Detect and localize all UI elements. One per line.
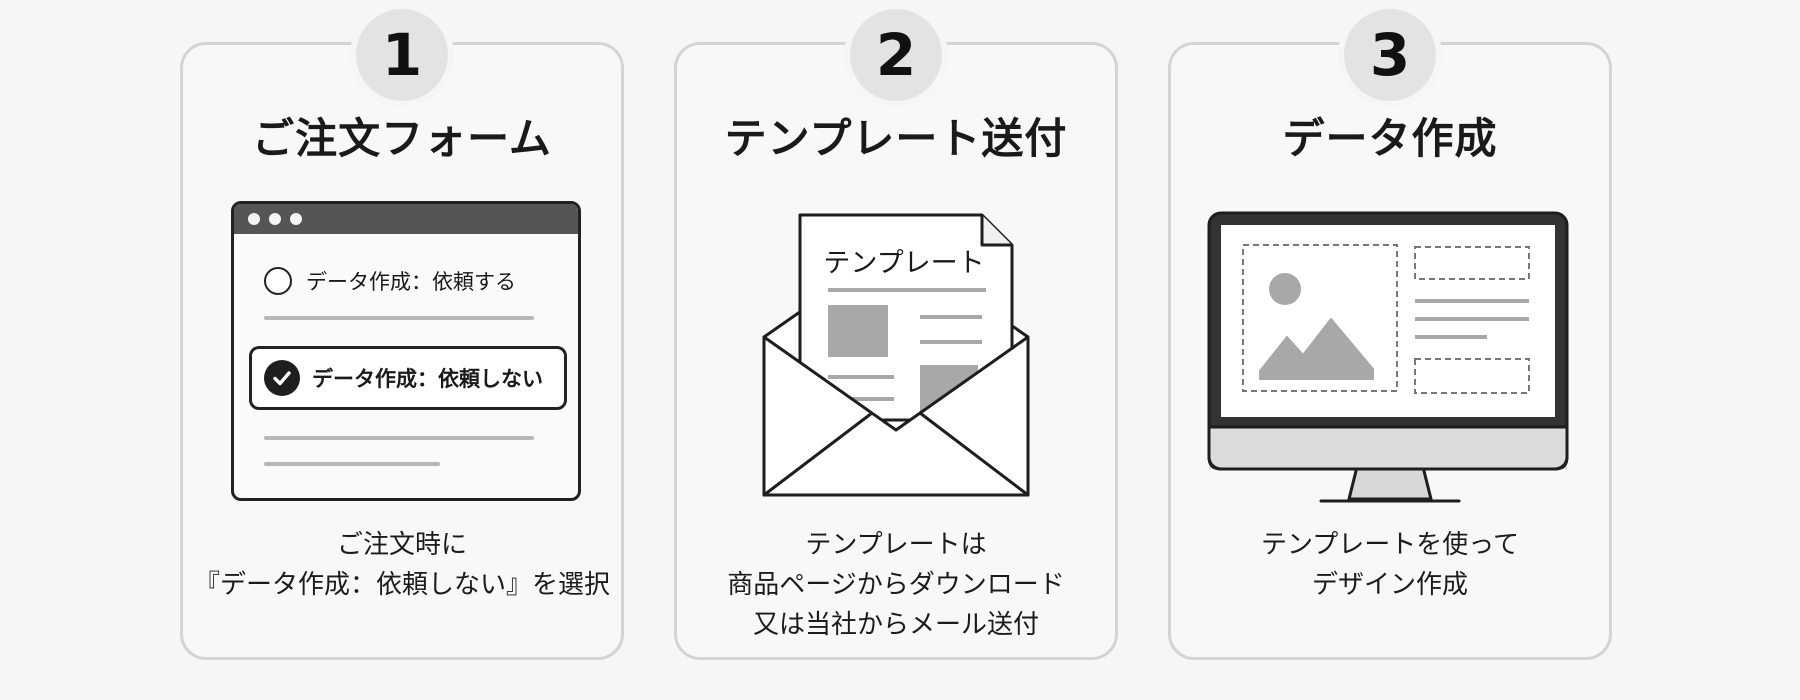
description-line: 商品ページからダウンロード: [727, 570, 1065, 600]
form-option-no-request: データ作成：依頼しない: [249, 346, 567, 410]
form-option-request: データ作成：依頼する: [264, 266, 516, 296]
description-line: デザイン作成: [1311, 570, 1468, 600]
step-title: テンプレート送付: [724, 114, 1068, 163]
option-label: データ作成：依頼する: [306, 270, 516, 294]
step-description: テンプレートを使って デザイン作成: [1171, 525, 1609, 605]
step-number-badge: 1: [350, 3, 454, 107]
window-dot-icon: [248, 213, 260, 225]
step-title: ご注文フォーム: [252, 114, 552, 163]
monitor-illustration: [1171, 209, 1609, 509]
checkmark-icon: [264, 360, 300, 396]
window-dot-icon: [290, 213, 302, 225]
image-placeholder-icon: [1269, 273, 1301, 305]
step-card-3: 3 データ作成: [1168, 3, 1612, 660]
order-form-window-illustration: データ作成：依頼する データ作成：依頼しない: [231, 201, 581, 501]
window-dot-icon: [269, 213, 281, 225]
step-title: データ作成: [1282, 114, 1498, 163]
desktop-monitor-icon: [1207, 211, 1569, 503]
option-label: データ作成：依頼しない: [312, 367, 543, 391]
description-line: 又は当社からメール送付: [752, 610, 1039, 640]
placeholder-line: [264, 462, 440, 466]
step-card-1: 1 ご注文フォーム データ作成：依頼する データ作成：依頼しない: [180, 3, 624, 660]
step-number-badge: 3: [1338, 3, 1442, 107]
description-line: テンプレートは: [805, 530, 987, 560]
window-titlebar: [234, 204, 578, 234]
envelope-icon: テンプレート: [762, 213, 1030, 497]
placeholder-line: [264, 436, 534, 440]
step-number-badge: 2: [844, 3, 948, 107]
description-line: ご注文時に: [336, 530, 467, 560]
step-description: ご注文時に 『データ作成：依頼しない』を選択: [183, 525, 621, 605]
envelope-illustration: テンプレート: [677, 205, 1115, 510]
radio-unchecked-icon: [264, 267, 292, 295]
description-line: テンプレートを使って: [1261, 530, 1519, 560]
step-description: テンプレートは 商品ページからダウンロード 又は当社からメール送付: [677, 525, 1115, 645]
document-label: テンプレート: [823, 248, 984, 279]
description-line: 『データ作成：依頼しない』を選択: [193, 570, 610, 600]
step-card-2: 2 テンプレート送付 テンプレート: [674, 3, 1118, 660]
placeholder-line: [264, 316, 534, 320]
